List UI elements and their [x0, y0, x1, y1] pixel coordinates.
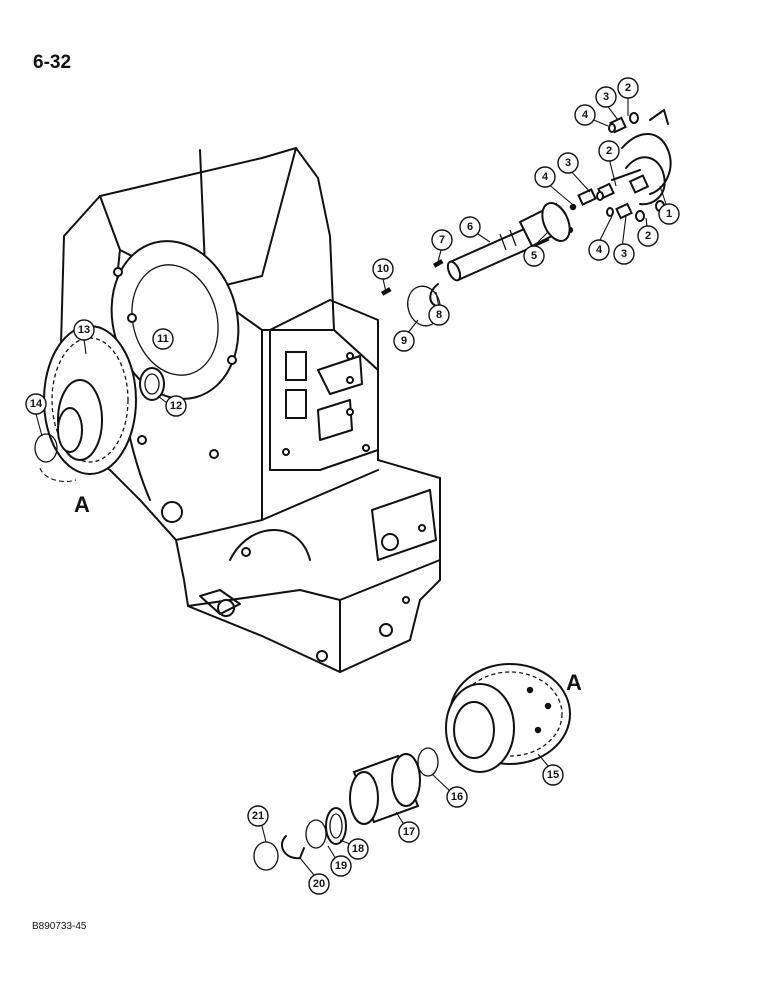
callout-label: 4: [582, 109, 589, 121]
callout-13: 13: [73, 319, 95, 341]
callout-19: 19: [330, 855, 352, 877]
view-letter-a-left: A: [74, 492, 90, 517]
callout-3: 3: [557, 152, 579, 174]
clutch-drum: [445, 663, 571, 773]
callout-label: 5: [531, 250, 537, 262]
callout-label: 3: [621, 248, 627, 260]
callout-21: 21: [247, 805, 269, 827]
callout-6: 6: [459, 216, 481, 238]
callout-label: 1: [666, 208, 672, 220]
callout-label: 21: [252, 810, 264, 822]
callout-label: 18: [352, 843, 364, 855]
callout-9: 9: [393, 330, 415, 352]
callout-17: 17: [398, 821, 420, 843]
callout-label: 2: [645, 230, 651, 242]
callout-4: 4: [574, 104, 596, 126]
callout-14: 14: [25, 393, 47, 415]
figure-code: B890733-45: [32, 921, 87, 932]
callout-4: 4: [534, 166, 556, 188]
callout-1: 1: [658, 203, 680, 225]
callout-3: 3: [613, 243, 635, 265]
callout-15: 15: [542, 764, 564, 786]
callout-label: 2: [606, 145, 612, 157]
callout-3: 3: [595, 86, 617, 108]
view-letter-a-right: A: [566, 670, 582, 695]
callout-label: 3: [565, 157, 571, 169]
page-number: 6-32: [33, 52, 72, 73]
callout-label: 19: [335, 860, 347, 872]
callout-4: 4: [588, 239, 610, 261]
callout-label: 16: [451, 791, 463, 803]
callout-label: 17: [403, 826, 415, 838]
callout-11: 11: [152, 328, 174, 350]
callout-label: 10: [377, 263, 389, 275]
callout-label: 15: [547, 769, 559, 781]
callout-2: 2: [637, 225, 659, 247]
callout-label: 2: [625, 82, 631, 94]
callout-label: 9: [401, 335, 407, 347]
callout-label: 8: [436, 309, 442, 321]
callout-label: 12: [170, 400, 182, 412]
callout-label: 7: [439, 234, 445, 246]
shaft: [446, 202, 571, 282]
callout-label: 4: [542, 171, 549, 183]
callout-label: 13: [78, 324, 90, 336]
fittings: [566, 112, 665, 234]
callout-label: 14: [30, 398, 43, 410]
small-parts: [253, 747, 439, 871]
callout-8: 8: [428, 304, 450, 326]
callout-10: 10: [372, 258, 394, 280]
callout-label: 11: [157, 333, 169, 345]
callout-2: 2: [617, 77, 639, 99]
callout-16: 16: [446, 786, 468, 808]
callout-label: 3: [603, 91, 609, 103]
callout-label: 20: [313, 878, 325, 890]
hydraulic-hoses: [611, 109, 672, 206]
callout-12: 12: [165, 395, 187, 417]
transmission-housing: [58, 146, 441, 674]
callout-18: 18: [347, 838, 369, 860]
callout-2: 2: [598, 140, 620, 162]
callout-20: 20: [308, 873, 330, 895]
leader-lines: [35, 96, 667, 876]
callout-label: 4: [596, 244, 603, 256]
callout-7: 7: [431, 229, 453, 251]
callout-label: 6: [467, 221, 473, 233]
callout-5: 5: [523, 245, 545, 267]
